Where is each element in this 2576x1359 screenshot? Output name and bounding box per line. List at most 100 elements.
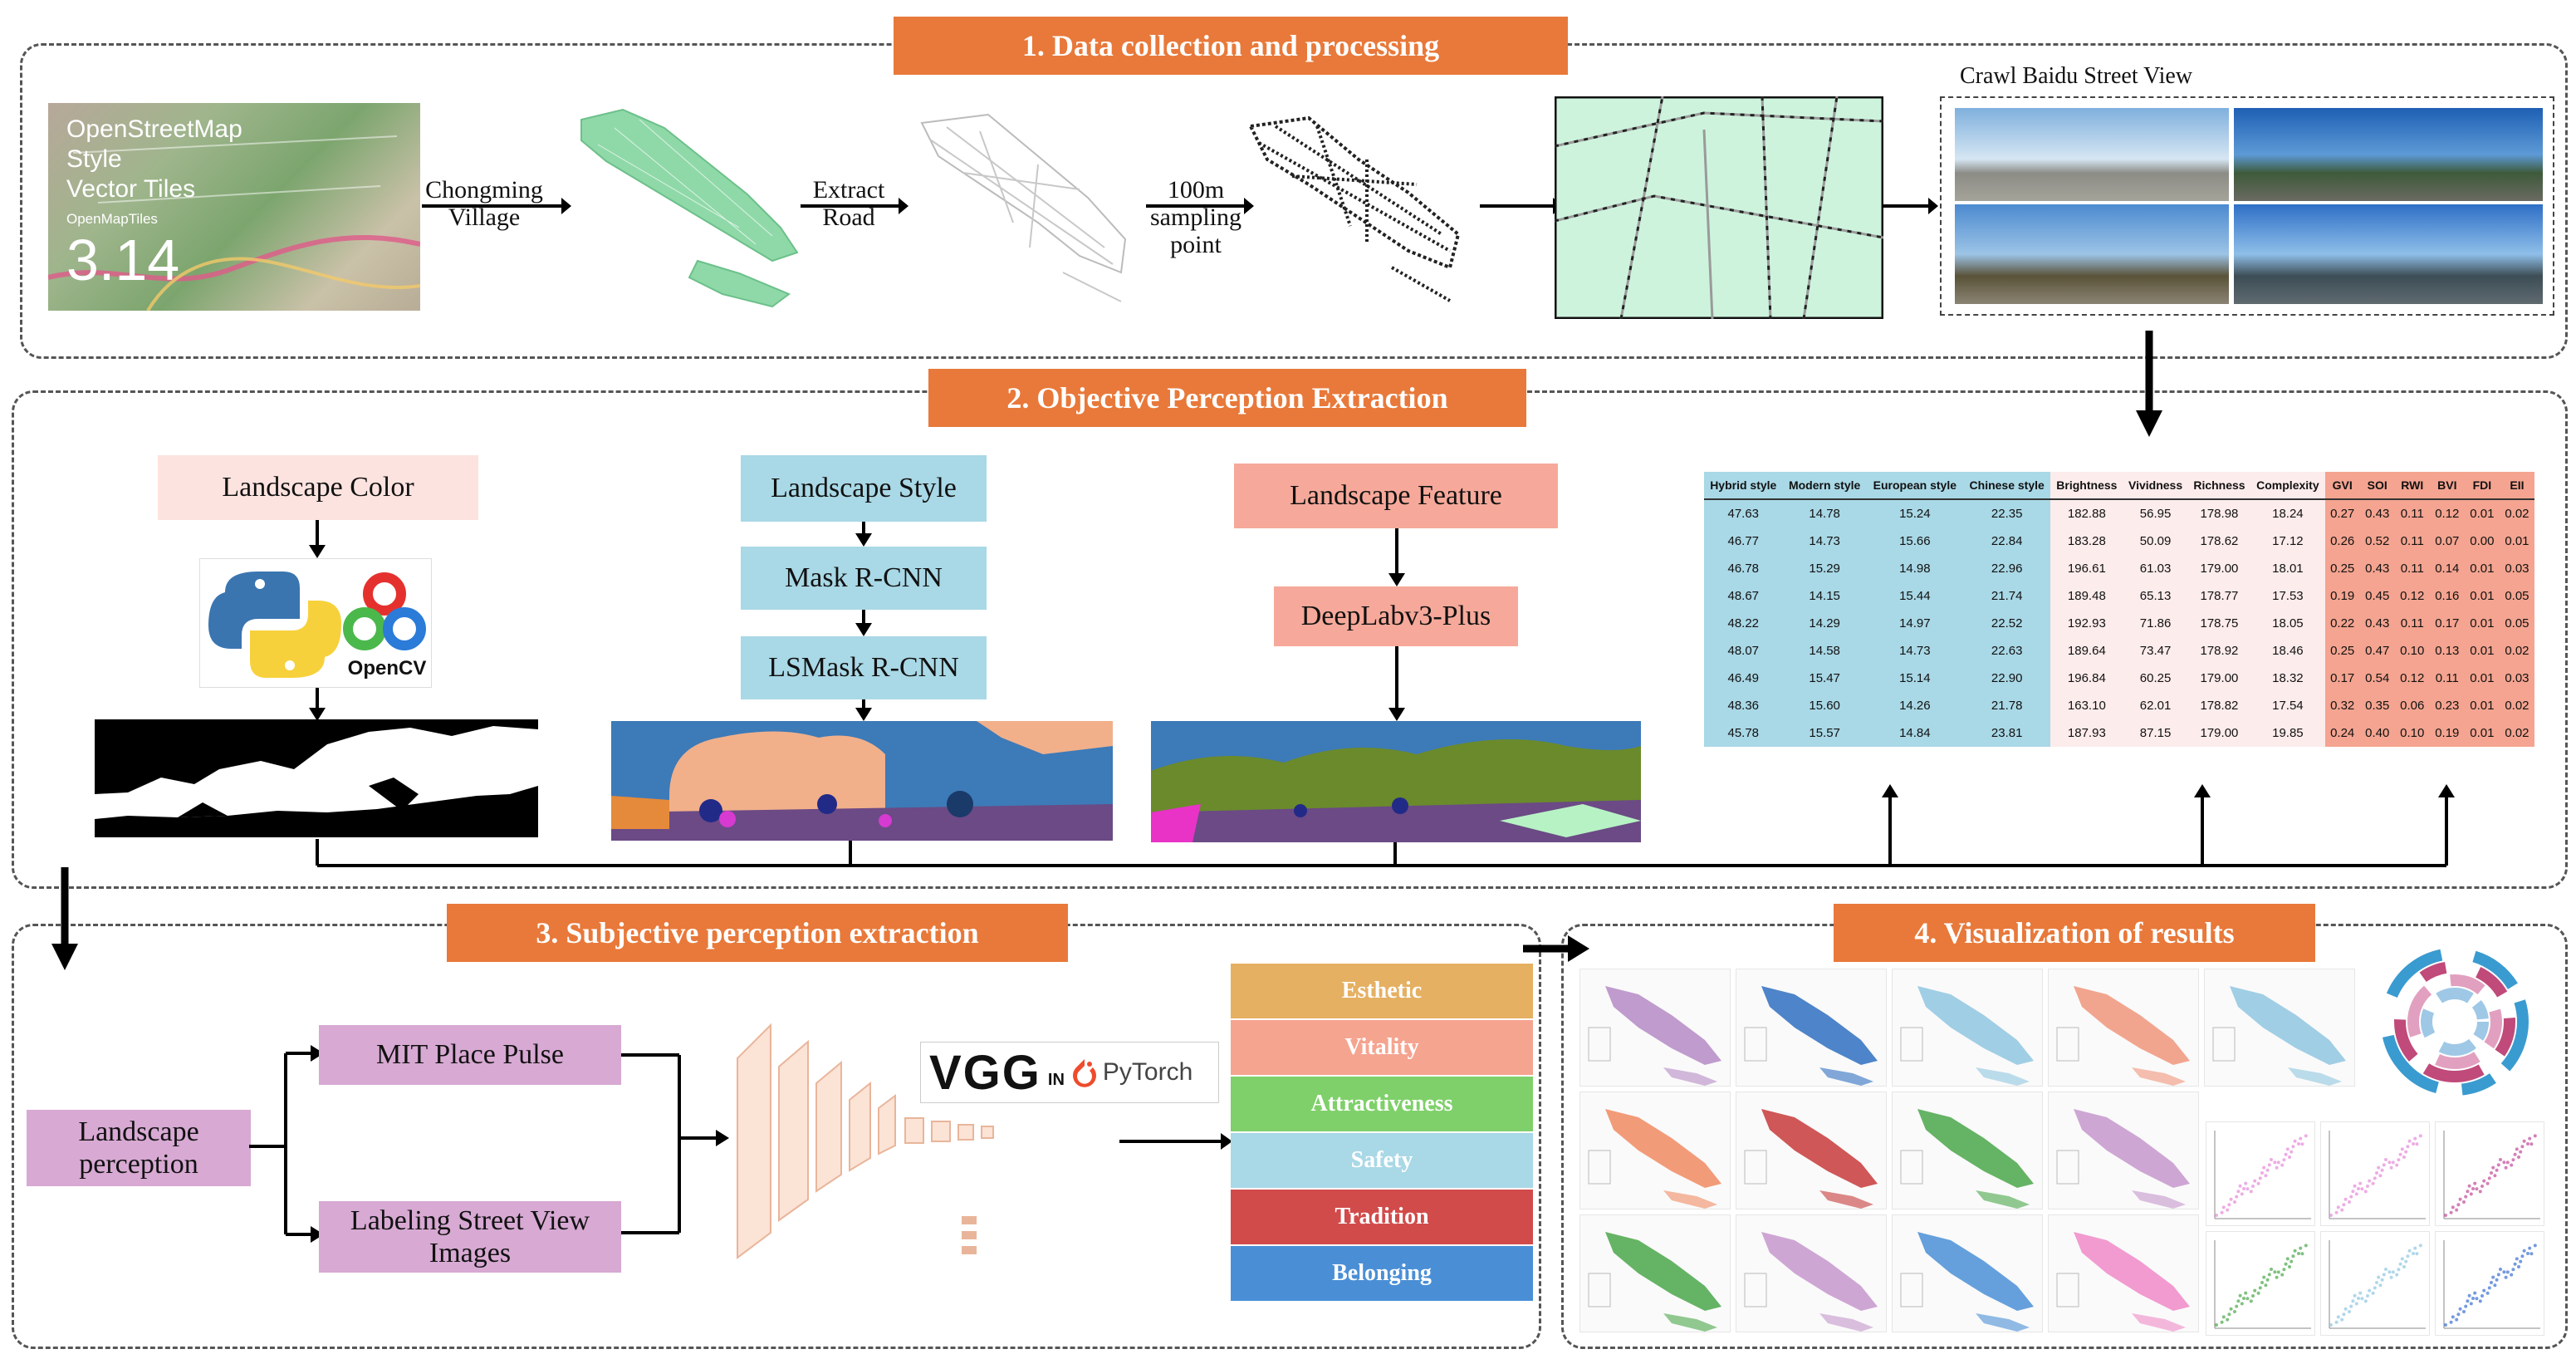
table-cell: 189.64 (2050, 637, 2123, 665)
scatter-plot-thumbnail (2435, 1121, 2544, 1226)
table-cell: 0.43 (2359, 555, 2395, 582)
radial-chart-thumbnail (2381, 948, 2529, 1096)
table-header-cell: European style (1866, 472, 1963, 500)
table-cell: 14.97 (1866, 610, 1963, 637)
table-cell: 15.14 (1866, 665, 1963, 692)
arrow-down-style-1 (855, 522, 872, 547)
village-map-icon (580, 108, 799, 308)
table-cell: 48.07 (1704, 637, 1783, 665)
section-1-title: 1. Data collection and processing (894, 17, 1568, 75)
table-cell: 178.98 (2187, 499, 2251, 527)
lsmask-rcnn-box: LSMask R-CNN (741, 636, 987, 699)
perception-safety: Safety (1231, 1133, 1533, 1188)
branch-arrows (249, 1045, 324, 1243)
table-header-cell: GVI (2324, 472, 2360, 500)
arrow-down-style-3 (855, 699, 872, 721)
perception-tradition: Tradition (1231, 1190, 1533, 1244)
table-cell: 50.09 (2123, 527, 2188, 555)
landscape-perception-box: Landscape perception (27, 1110, 251, 1186)
table-cell: 22.90 (1962, 665, 2051, 692)
table-cell: 23.81 (1962, 719, 2051, 747)
sampling-detail-map (1555, 96, 1883, 319)
table-cell: 178.82 (2187, 692, 2251, 719)
arrow-down-to-table (2136, 331, 2162, 437)
result-maps-grid (1579, 969, 2360, 1342)
arrow-to-perceptions (1119, 1133, 1232, 1150)
road-network-light-icon (920, 113, 1127, 302)
table-header-cell: Vividness (2123, 472, 2188, 500)
table-cell: 14.78 (1782, 499, 1867, 527)
pytorch-label: PyTorch (1102, 1058, 1193, 1086)
table-cell: 48.22 (1704, 610, 1783, 637)
table-cell: 179.00 (2187, 719, 2251, 747)
table-header-cell: Richness (2187, 472, 2251, 500)
chongming-village-label: Chongming Village (425, 176, 543, 231)
table-cell: 0.11 (2394, 499, 2430, 527)
section-4-title: 4. Visualization of results (1834, 904, 2315, 962)
table-cell: 15.29 (1782, 555, 1867, 582)
result-map-thumbnail (2204, 969, 2355, 1087)
result-map-thumbnail (1892, 1092, 2043, 1209)
table-cell: 0.19 (2429, 719, 2465, 747)
table-cell: 0.05 (2499, 582, 2534, 610)
merge-arrows (621, 1053, 729, 1234)
table-cell: 178.92 (2187, 637, 2251, 665)
result-map-thumbnail (1579, 1092, 1731, 1209)
table-cell: 0.26 (2324, 527, 2360, 555)
vgg-label: VGG (929, 1045, 1041, 1100)
scatter-plot-thumbnail (2320, 1231, 2430, 1336)
table-cell: 192.93 (2050, 610, 2123, 637)
table-cell: 0.12 (2429, 499, 2465, 527)
table-cell: 0.01 (2464, 692, 2500, 719)
pytorch-flame-icon (1072, 1059, 1096, 1087)
table-cell: 0.10 (2394, 637, 2430, 665)
table-cell: 61.03 (2123, 555, 2188, 582)
table-header-cell: BVI (2429, 472, 2465, 500)
arrow-down-to-section-3 (51, 867, 78, 970)
table-cell: 15.57 (1782, 719, 1867, 747)
table-cell: 0.23 (2429, 692, 2465, 719)
perception-belonging: Belonging (1231, 1246, 1533, 1301)
table-cell: 196.84 (2050, 665, 2123, 692)
table-cell: 14.84 (1866, 719, 1963, 747)
table-header-cell: Hybrid style (1704, 472, 1783, 500)
table-cell: 0.25 (2324, 637, 2360, 665)
mask-rcnn-box: Mask R-CNN (741, 547, 987, 610)
street-view-photo-4 (2234, 204, 2543, 304)
table-cell: 183.28 (2050, 527, 2123, 555)
table-cell: 15.24 (1866, 499, 1963, 527)
table-cell: 0.02 (2499, 692, 2534, 719)
table-header-cell: Modern style (1782, 472, 1867, 500)
sampling-point-label: 100m sampling point (1150, 176, 1241, 258)
osm-tiles-image: OpenStreetMap Style Vector Tiles OpenMap… (48, 103, 420, 311)
table-cell: 163.10 (2050, 692, 2123, 719)
style-segmentation-image (611, 721, 1113, 841)
perception-vitality: Vitality (1231, 1020, 1533, 1075)
table-cell: 17.53 (2250, 582, 2325, 610)
table-cell: 189.48 (2050, 582, 2123, 610)
table-header-cell: SOI (2359, 472, 2395, 500)
vgg-architecture-diagram (737, 1023, 994, 1259)
table-cell: 0.03 (2499, 665, 2534, 692)
table-cell: 0.02 (2499, 637, 2534, 665)
arrow-down-feature-1 (1388, 528, 1405, 586)
table-header-cell: Chinese style (1962, 472, 2051, 500)
table-cell: 0.01 (2464, 610, 2500, 637)
table-cell: 0.11 (2429, 665, 2465, 692)
table-cell: 19.85 (2250, 719, 2325, 747)
table-cell: 0.01 (2464, 582, 2500, 610)
table-cell: 22.63 (1962, 637, 2051, 665)
table-cell: 22.35 (1962, 499, 2051, 527)
table-cell: 0.12 (2394, 665, 2430, 692)
table-cell: 0.10 (2394, 719, 2430, 747)
table-cell: 179.00 (2187, 665, 2251, 692)
arrow-down-color-2 (309, 688, 326, 721)
arrow-4 (1480, 198, 1563, 214)
table-cell: 0.16 (2429, 582, 2465, 610)
